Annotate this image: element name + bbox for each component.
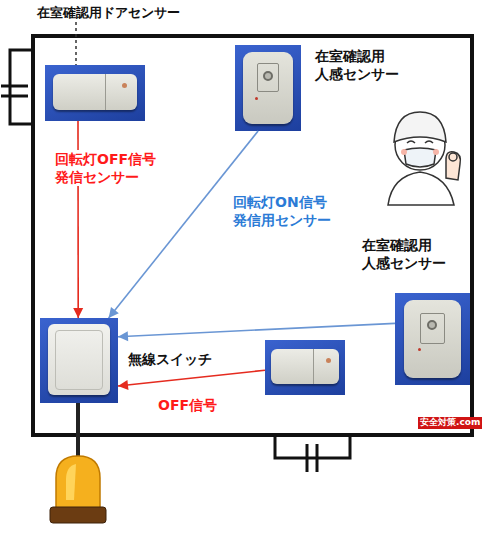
signal-arrow	[118, 370, 265, 390]
worker-cheek	[433, 149, 439, 155]
signal-label: 回転灯OFF信号 発信センサー	[55, 150, 185, 186]
bottom-door-symbol	[275, 435, 350, 472]
worker-mask	[404, 148, 436, 167]
door-sensor-body	[271, 349, 338, 384]
signal-label: 回転灯ON信号 発信用センサー	[233, 193, 373, 229]
watermark: 安全対策.com	[418, 417, 482, 429]
leader-line	[75, 22, 77, 65]
motion-sensor: 在室確認用 人感センサー	[395, 293, 470, 385]
motion-sensor-led	[418, 348, 421, 351]
light-dome	[56, 456, 100, 508]
signal-label: OFF信号	[158, 396, 248, 414]
motion-sensor-lens	[427, 320, 437, 330]
worker-eye	[425, 141, 433, 143]
motion-sensor-lens	[263, 71, 273, 81]
left-door-symbol	[1, 50, 33, 124]
arrow-line	[118, 370, 265, 386]
signal-arrow	[118, 323, 395, 341]
door-leaf	[316, 444, 319, 472]
room-wall	[33, 36, 472, 435]
worker-body	[388, 172, 454, 205]
worker-cheek	[401, 149, 407, 155]
light-shine	[66, 464, 76, 500]
worker-hand	[446, 152, 460, 180]
switch-panel	[55, 330, 102, 390]
arrow-line	[118, 323, 395, 336]
node-label: 在室確認用ドアセンサー	[37, 5, 277, 22]
door-leaf	[1, 85, 28, 88]
worker-illustration	[388, 112, 460, 205]
door-frame	[275, 435, 350, 458]
node-label: 在室確認用 人感センサー	[315, 47, 435, 83]
rotating-light	[50, 402, 106, 523]
door-sensor	[265, 340, 345, 395]
motion-sensor-led	[255, 97, 258, 100]
door-leaf	[1, 95, 28, 98]
door-sensor-body	[53, 74, 137, 110]
arrow-head	[118, 380, 128, 390]
light-base	[50, 507, 106, 523]
worker-eye	[407, 141, 415, 143]
door-sensor-seam	[105, 74, 106, 110]
door-sensor-led	[122, 83, 127, 88]
arrow-head	[73, 308, 83, 318]
light-wire	[76, 402, 80, 456]
ok-sign	[449, 153, 457, 161]
door-leaf	[306, 444, 309, 472]
motion-sensor-body	[243, 52, 293, 124]
motion-sensor-body	[404, 300, 461, 377]
door-sensor: 在室確認用ドアセンサー	[45, 65, 145, 121]
switch-body	[48, 324, 110, 395]
node-label: 在室確認用 人感センサー	[362, 236, 482, 272]
arrow-head	[109, 307, 119, 318]
motion-sensor: 在室確認用 人感センサー	[235, 45, 301, 131]
wireless-switch: 無線スイッチ	[40, 318, 118, 403]
door-sensor-led	[326, 358, 331, 363]
node-label: 無線スイッチ	[128, 350, 258, 368]
worker-cap	[394, 112, 446, 142]
arrow-head	[118, 331, 128, 341]
door-sensor-seam	[313, 349, 314, 384]
